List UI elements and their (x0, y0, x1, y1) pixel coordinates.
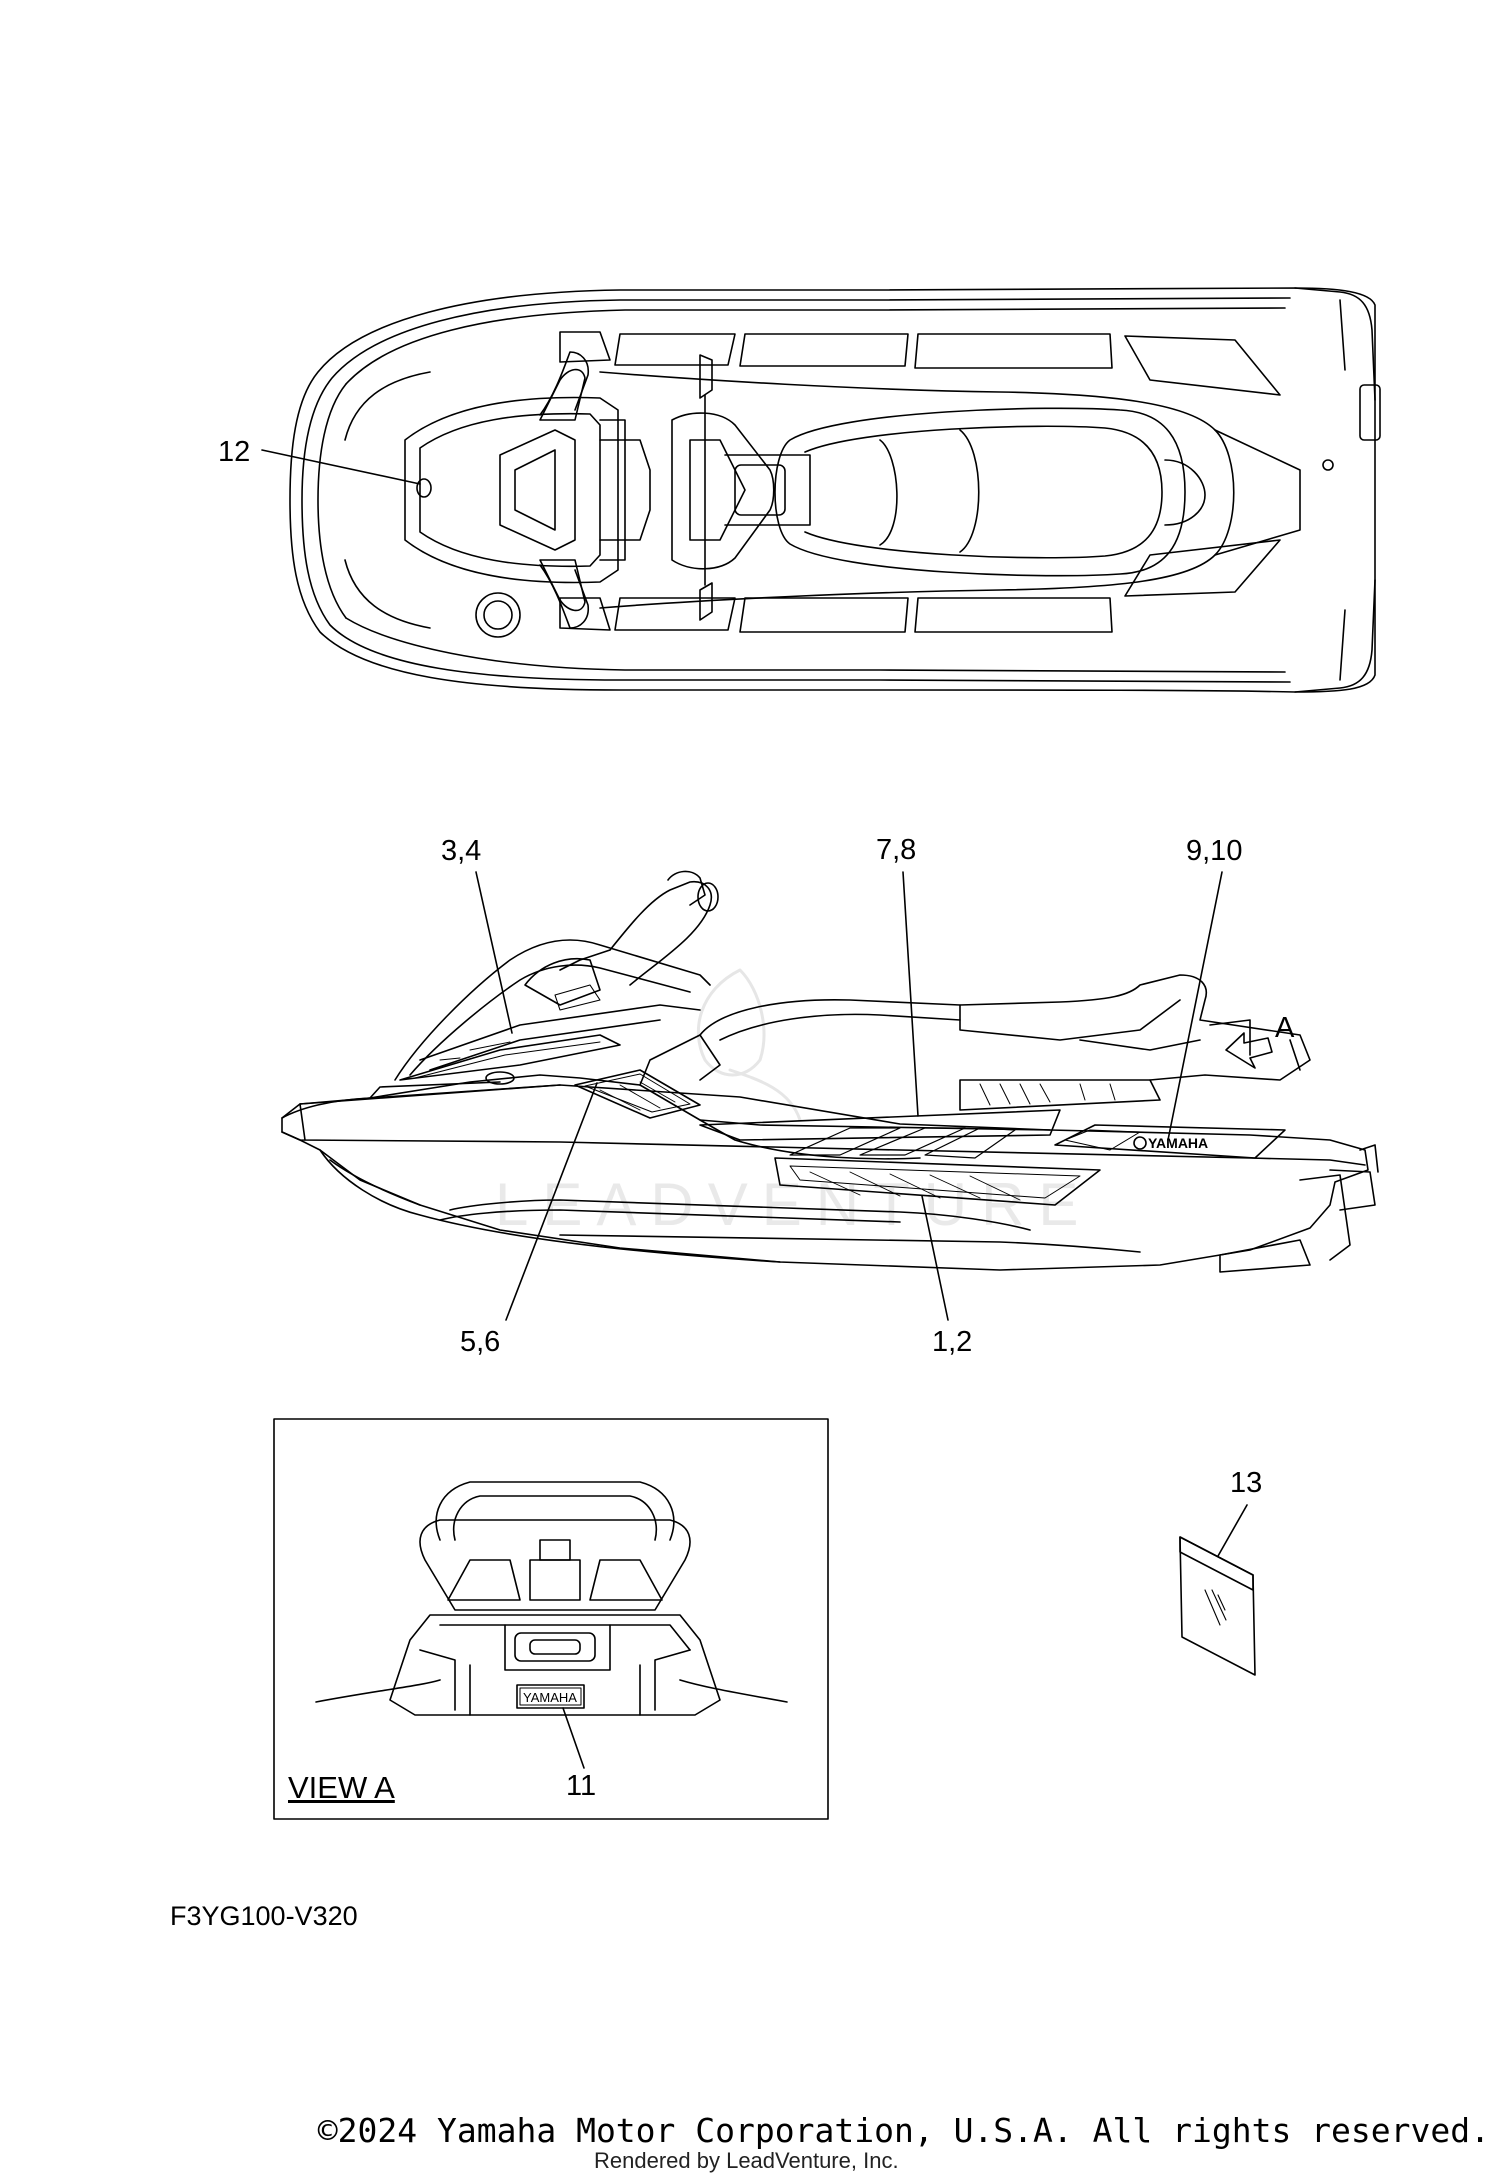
view-a-yamaha-plate (516, 1684, 585, 1709)
callout-13: 13 (1230, 1467, 1263, 1499)
callout-1-2: 1,2 (932, 1326, 973, 1358)
watercraft-top-view (261, 287, 1381, 693)
callout-view-a-arrow: A (1275, 1012, 1295, 1044)
callout-7-8: 7,8 (876, 834, 917, 866)
diagram-code: F3YG100-V320 (170, 1901, 358, 1931)
callout-5-6: 5,6 (460, 1326, 501, 1358)
view-a-inset: YAMAHA (273, 1418, 829, 1820)
label-12-marker (416, 478, 432, 498)
leader-line-5-6 (505, 1082, 598, 1321)
callout-12: 12 (218, 436, 251, 468)
watermark-logo (696, 968, 802, 1122)
side-yamaha-badge: YAMAHA (1148, 1135, 1208, 1151)
item-13-manual (1179, 1504, 1256, 1676)
leader-line-12 (261, 449, 421, 485)
callout-11: 11 (566, 1770, 597, 1802)
leader-line-9-10 (1167, 871, 1223, 1141)
rendered-by-credit: Rendered by LeadVenture, Inc. (594, 2148, 899, 2173)
leader-line-1-2 (921, 1195, 949, 1321)
callout-3-4: 3,4 (441, 835, 482, 867)
leader-line-11 (562, 1707, 585, 1769)
leader-line-13 (1217, 1504, 1248, 1557)
leader-line-7-8 (902, 871, 919, 1117)
callout-9-10: 9,10 (1186, 835, 1243, 867)
view-a-yamaha-plate-text: YAMAHA (523, 1690, 577, 1705)
watercraft-side-view: LEADVENTURE YAMAHA (281, 870, 1379, 1321)
copyright-footer: ©2024 Yamaha Motor Corporation, U.S.A. A… (317, 2111, 1490, 2150)
watermark-text: LEADVENTURE (495, 1171, 1092, 1238)
view-a-arrow (1225, 1032, 1273, 1069)
view-a-label: VIEW A (288, 1770, 395, 1805)
leader-line-3-4 (475, 871, 513, 1034)
